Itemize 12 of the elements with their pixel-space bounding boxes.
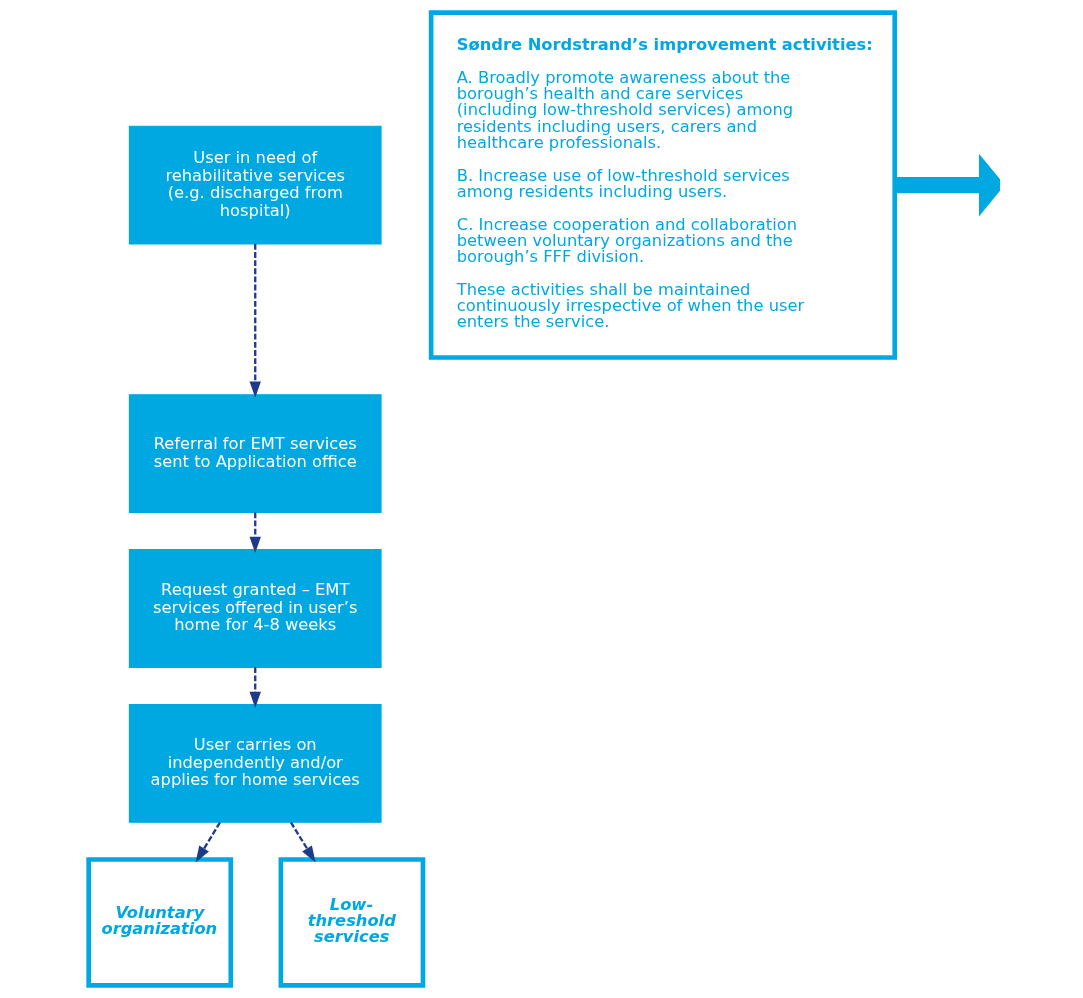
arrow <box>249 667 261 708</box>
node-box: Referral for EMT services sent to Application office <box>128 394 382 513</box>
node-box: Voluntary organization <box>85 857 233 988</box>
arrow <box>249 512 261 554</box>
arrow <box>195 821 221 863</box>
arrow <box>894 153 1000 217</box>
node-box: Low-threshold services <box>278 857 425 988</box>
arrow <box>289 821 316 863</box>
node-box: Request granted – EMT services offered in user’s home for 4-8 weeks <box>128 549 382 668</box>
arrow <box>249 244 261 398</box>
node-box: User in need of rehabilitative services (e.g. discharged from hospital) <box>128 125 382 245</box>
node-box: Søndre Nordstrand’s improvement activities: A. Broadly promote awareness about the borough’s health and care services (including low-threshold services) among residents including users, carers and healthcare professionals. B. Increase use of low-threshold services among residents including users. C. Increase cooperation and collaboration between voluntary organizations and the borough’s FFF division. These activities shall be maintained continuously irrespective of when the user enters the service. <box>428 10 897 360</box>
